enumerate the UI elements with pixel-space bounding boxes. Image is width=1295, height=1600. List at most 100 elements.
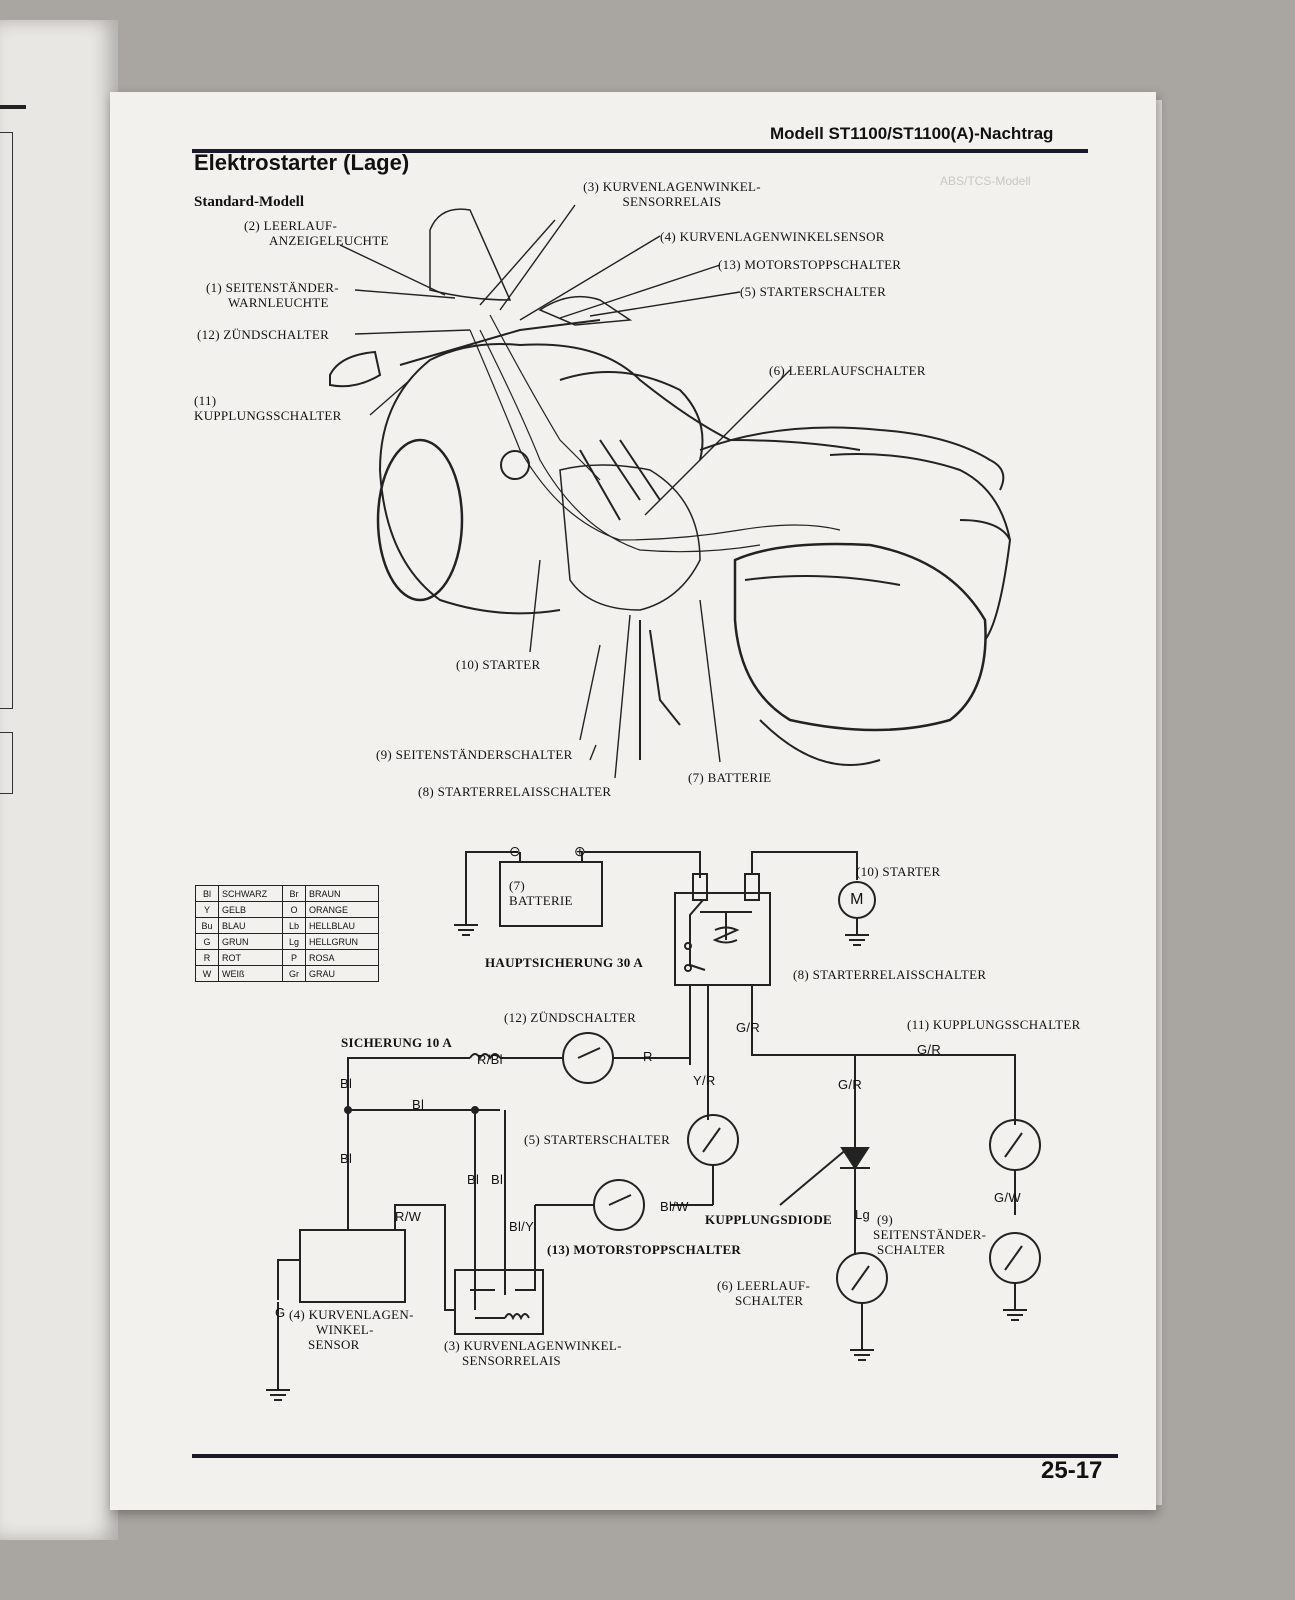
wiring-schematic [266,851,1041,1401]
motor-symbol: M [850,891,864,908]
wire-bl-c: Bl [340,1151,353,1166]
legend-code: O [282,901,306,918]
legend-color-name: ORANGE [305,901,379,918]
neutral-switch-label: (6) LEERLAUF- SCHALTER [717,1278,810,1308]
callout-1: (1) SEITENSTÄNDER- WARNLEUCHTE [206,280,339,310]
legend-color-name: GELB [218,901,283,918]
legend-color-name: ROT [218,949,283,966]
callout-4: (4) KURVENLAGENWINKELSENSOR [660,229,885,244]
page-title: Elektrostarter (Lage) [194,150,410,175]
left-page-table-edge-2 [0,732,13,794]
sidestand-num: (9) [877,1212,894,1227]
battery-plus: ⊕ [574,843,587,859]
wire-r-w: R/W [395,1209,422,1224]
callout-2-line1: (2) LEERLAUF- [244,218,338,233]
legend-color-name: WEIß [218,965,283,982]
callout-11-line1: (11) [194,393,217,408]
wire-g-r-top: G/R [736,1020,761,1035]
callout-3-line1: (3) KURVENLAGENWINKEL- [583,179,761,194]
legend-color-name: ROSA [305,949,379,966]
starter-switch-label: (5) STARTERSCHALTER [524,1132,671,1147]
legend-color-name: SCHWARZ [218,885,283,902]
page-number: 25-17 [1041,1457,1103,1484]
wire-g-w: G/W [994,1190,1021,1205]
callout-leaders [339,204,791,779]
legend-code: Bl [195,885,219,902]
neutral-switch-label-line1: (6) LEERLAUF- [717,1278,811,1293]
callout-1-line2: WARNLEUCHTE [228,295,329,310]
main-fuse-label: HAUPTSICHERUNG 30 A [485,955,644,970]
legend-code: R [195,949,219,966]
callout-12: (12) ZÜNDSCHALTER [197,327,330,342]
neutral-switch-label-line2: SCHALTER [735,1293,804,1308]
legend-color-name: BLAU [218,917,283,934]
relay3-label-line2: SENSORRELAIS [462,1353,561,1368]
section-subtitle: Standard-Modell [194,194,305,210]
battery-minus: ⊖ [509,843,522,859]
callout-7: (7) BATTERIE [688,770,772,785]
footer-rule [192,1454,1118,1458]
ignition-switch-label: (12) ZÜNDSCHALTER [504,1010,637,1025]
legend-code: Y [195,901,219,918]
wire-lg: Lg [855,1207,871,1222]
left-page-rule [0,105,26,109]
wire-y-r: Y/R [693,1073,716,1088]
relay3-label: (3) KURVENLAGENWINKEL- SENSORRELAIS [444,1338,622,1368]
callout-2-line2: ANZEIGELEUCHTE [269,233,389,248]
legend-code: G [195,933,219,950]
wire-bl-w: Bl/W [660,1199,689,1214]
header-rule [192,149,1088,153]
wire-bl-y: Bl/Y [509,1219,535,1234]
legend-code: Bu [195,917,219,934]
callout-13: (13) MOTORSTOPPSCHALTER [718,257,902,272]
wire-bl-a: Bl [340,1076,353,1091]
clutch-diode-label: KUPPLUNGSDIODE [705,1212,832,1227]
sensor-label-line2: WINKEL- [316,1322,374,1337]
relay3-label-line1: (3) KURVENLAGENWINKEL- [444,1338,622,1353]
legend-code: Gr [282,965,306,982]
manual-page [110,92,1156,1510]
wire-g-r-mid: G/R [838,1077,863,1092]
sensor-label-line3: SENSOR [308,1337,360,1352]
engine-stop-label: (13) MOTORSTOPPSCHALTER [547,1242,742,1257]
wire-bl-d: Bl [467,1172,480,1187]
callout-3-line2: SENSORRELAIS [622,194,722,209]
sidestand-label: SEITENSTÄNDER- SCHALTER [873,1227,986,1257]
sensor-label: (4) KURVENLAGEN- WINKEL- SENSOR [289,1307,414,1352]
callout-8: (8) STARTERRELAISSCHALTER [418,784,612,799]
callout-10: (10) STARTER [456,657,541,672]
legend-color-name: HELLBLAU [305,917,379,934]
bleed-through-text: ABS/TCS-Modell [940,174,1031,188]
fuse10-label: SICHERUNG 10 A [341,1035,453,1050]
legend-code: W [195,965,219,982]
wire-r-bl: R/Bl [477,1052,503,1067]
wire-r: R [643,1049,653,1064]
battery-label: (7) BATTERIE [509,878,573,908]
left-page-table-edge [0,132,13,709]
legend-code: Lb [282,917,306,934]
sidestand-label-line1: SEITENSTÄNDER- [873,1227,987,1242]
starter-relay-label: (8) STARTERRELAISSCHALTER [793,967,987,982]
legend-code: P [282,949,306,966]
callout-1-line1: (1) SEITENSTÄNDER- [206,280,339,295]
callout-11-line2: KUPPLUNGSSCHALTER [194,408,342,423]
legend-color-name: HELLGRUN [305,933,379,950]
sensor-label-line1: (4) KURVENLAGEN- [289,1307,414,1322]
starter-label: (10) STARTER [856,864,941,879]
legend-color-name: BRAUN [305,885,379,902]
callout-3: (3) KURVENLAGENWINKEL- SENSORRELAIS [574,179,770,209]
running-title: Modell ST1100/ST1100(A)-Nachtrag [770,124,1054,143]
battery-label-line1: (7) [509,878,526,893]
wire-g-r-right: G/R [917,1042,942,1057]
callout-11: (11) KUPPLUNGSSCHALTER [194,393,342,423]
callout-5: (5) STARTERSCHALTER [740,284,887,299]
legend-color-name: GRAU [305,965,379,982]
